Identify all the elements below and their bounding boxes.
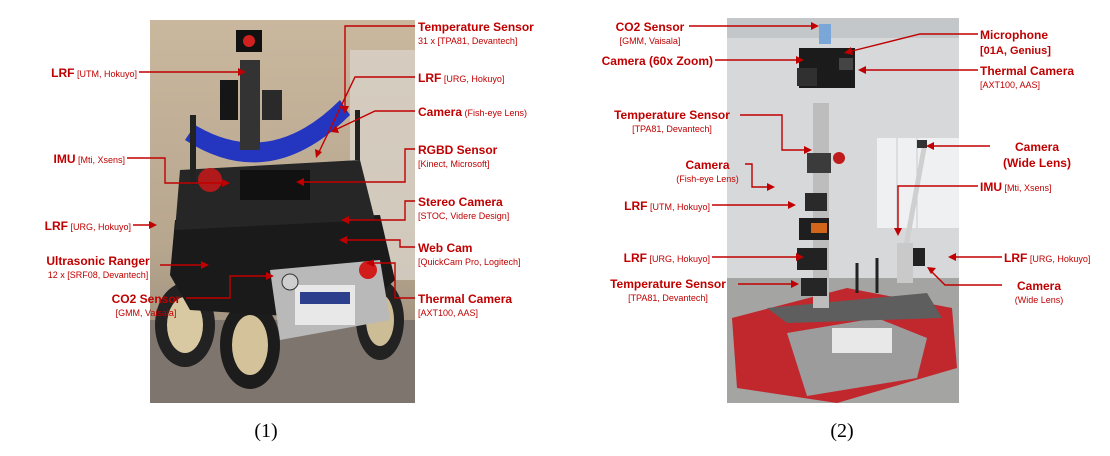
label-thermal-camera: Thermal Camera [AXT100, AAS] — [980, 62, 1074, 90]
label-lrf-utm: LRF [UTM, Hokuyo] — [580, 197, 710, 215]
label-imu: IMU [Mti, Xsens] — [0, 150, 125, 168]
label-spec: [UTM, Hokuyo] — [74, 69, 137, 79]
label-name: LRF — [623, 251, 647, 265]
label-name: LRF — [51, 66, 75, 80]
label-spec: [Mti, Xsens] — [1002, 183, 1052, 193]
label-spec: [QuickCam Pro, Logitech] — [418, 256, 521, 267]
label-lrf-urg-side: LRF [URG, Hokuyo] — [0, 217, 131, 235]
label-name: Temperature Sensor — [610, 277, 726, 291]
label-temperature-sensor-low: Temperature Sensor [TPA81, Devantech] — [600, 275, 736, 303]
label-lrf-utm: LRF [UTM, Hokuyo] — [0, 64, 137, 82]
label-camera-wide-low: Camera (Wide Lens) — [1004, 277, 1074, 305]
label-lrf-urg-left: LRF [URG, Hokuyo] — [580, 249, 710, 267]
label-ultrasonic-ranger: Ultrasonic Ranger 12 x [SRF08, Devantech… — [36, 252, 160, 280]
label-camera-fisheye: Camera (Fish-eye Lens) — [418, 103, 527, 121]
label-spec: [URG, Hokuyo] — [646, 254, 710, 264]
label-stereo-camera: Stereo Camera [STOC, Videre Design] — [418, 193, 509, 221]
label-temperature-sensor: Temperature Sensor [TPA81, Devantech] — [604, 106, 740, 134]
caption-panel-1: (1) — [254, 420, 278, 442]
label-name: LRF — [624, 199, 648, 213]
label-spec: [URG, Hokuyo] — [67, 222, 131, 232]
label-spec: 31 x [TPA81, Devantech] — [418, 35, 518, 46]
label-name: Camera — [418, 105, 463, 119]
label-camera-fisheye: Camera (Fish-eye Lens) — [670, 156, 745, 184]
label-co2-sensor: CO2 Sensor [GMM, Vaisala] — [106, 290, 186, 318]
label-spec: [STOC, Videre Design] — [418, 210, 510, 221]
label-spec: [GMM, Vaisala] — [115, 307, 177, 318]
label-name: LRF — [418, 71, 442, 85]
label-temperature-sensor: Temperature Sensor 31 x [TPA81, Devantec… — [418, 18, 534, 46]
label-name: LRF — [1004, 251, 1028, 265]
label-rgbd-sensor: RGBD Sensor [Kinect, Microsoft] — [418, 141, 497, 169]
label-spec: [AXT100, AAS] — [418, 307, 479, 318]
label-lrf-urg-right: LRF [URG, Hokuyo] — [1004, 249, 1090, 267]
label-name: LRF — [44, 219, 68, 233]
label-camera-zoom: Camera (60x Zoom) — [580, 52, 713, 70]
robot-1-photo — [150, 20, 415, 403]
label-spec: (Wide Lens) — [1003, 155, 1071, 170]
label-camera-wide-top: Camera (Wide Lens) — [992, 138, 1082, 170]
label-spec: [TPA81, Devantech] — [632, 123, 712, 134]
label-name: CO2 Sensor — [615, 20, 685, 34]
label-name: Stereo Camera — [418, 195, 503, 209]
label-spec: [TPA81, Devantech] — [628, 292, 708, 303]
label-name: IMU — [980, 180, 1002, 194]
label-spec: 12 x [SRF08, Devantech] — [47, 269, 149, 280]
label-spec: [Kinect, Microsoft] — [418, 158, 490, 169]
label-name: CO2 Sensor — [111, 292, 181, 306]
label-spec: (Wide Lens) — [1014, 294, 1064, 305]
label-spec: (Fish-eye Lens) — [676, 173, 739, 184]
label-lrf-urg-top: LRF [URG, Hokuyo] — [418, 69, 504, 87]
label-name: Temperature Sensor — [614, 108, 730, 122]
label-spec: [URG, Hokuyo] — [441, 74, 505, 84]
label-spec: [GMM, Vaisala] — [619, 35, 681, 46]
label-spec: (Fish-eye Lens) — [462, 108, 528, 118]
label-name: Camera — [1016, 279, 1062, 293]
label-spec: [AXT100, AAS] — [980, 79, 1041, 90]
label-name: Camera — [685, 158, 730, 172]
label-name: Camera (60x Zoom) — [601, 54, 713, 68]
label-web-cam: Web Cam [QuickCam Pro, Logitech] — [418, 239, 521, 267]
label-name: Web Cam — [418, 241, 473, 255]
label-spec: [01A, Genius] — [980, 44, 1051, 57]
label-spec: [Mti, Xsens] — [75, 155, 125, 165]
label-imu: IMU [Mti, Xsens] — [980, 178, 1052, 196]
label-co2-sensor: CO2 Sensor [GMM, Vaisala] — [610, 18, 690, 46]
label-name: Thermal Camera — [418, 292, 513, 306]
label-name: RGBD Sensor — [418, 143, 498, 157]
caption-panel-2: (2) — [830, 420, 854, 442]
label-thermal-camera: Thermal Camera [AXT100, AAS] — [418, 290, 512, 318]
label-name: Ultrasonic Ranger — [46, 254, 150, 268]
label-name: IMU — [53, 152, 76, 166]
label-microphone: Microphone [01A, Genius] — [980, 26, 1051, 57]
label-spec: [URG, Hokuyo] — [1027, 254, 1091, 264]
label-name: Camera — [1014, 140, 1060, 154]
label-name: Microphone — [980, 28, 1048, 42]
label-spec: [UTM, Hokuyo] — [647, 202, 710, 212]
robot-2-photo — [727, 18, 959, 403]
label-name: Thermal Camera — [980, 64, 1075, 78]
label-name: Temperature Sensor — [418, 20, 534, 34]
